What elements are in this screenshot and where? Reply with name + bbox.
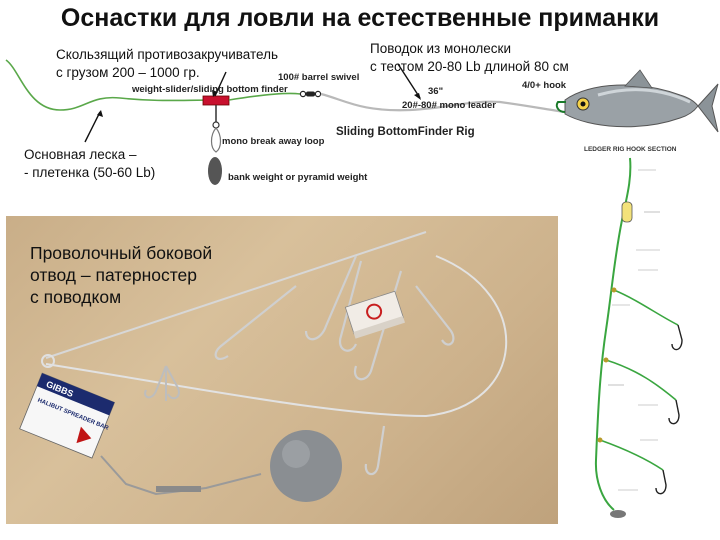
weight-slider xyxy=(202,95,230,106)
spreader-wire-lower xyxy=(45,255,507,418)
mono-leader xyxy=(320,92,566,114)
ledger-sinker xyxy=(610,510,626,518)
mainline-label-ru-1: Основная леска – xyxy=(24,147,137,162)
slider-label-ru-1: Скользящий противозакручиватель xyxy=(56,47,279,62)
hook-icon xyxy=(555,101,566,113)
leader-label-ru-1: Поводок из монолески xyxy=(370,41,512,56)
weight-label: bank weight or pyramid weight xyxy=(228,172,368,183)
spreader-bar-photo: GIBBS HALIBUT SPREADER BAR Проволочный б… xyxy=(6,216,558,524)
barrel-swivel xyxy=(306,91,315,97)
main-line xyxy=(5,59,216,111)
slider-label-en: weight-slider/sliding bottom finder xyxy=(132,84,288,95)
ledger-notes xyxy=(608,169,660,491)
photo-caption-line-1: Проволочный боковой xyxy=(30,243,213,263)
length-label: 36" xyxy=(428,86,444,97)
mainline-label-ru-2: - плетенка (50-60 Lb) xyxy=(24,165,156,180)
treble-hook-icon xyxy=(144,365,180,401)
photo-caption: Проволочный боковой отвод – патерностер … xyxy=(30,242,212,308)
hook-icon xyxy=(364,425,386,476)
break-away-loop xyxy=(210,127,222,153)
matchbox xyxy=(344,290,406,339)
photo-caption-line-3: с поводком xyxy=(30,287,122,307)
swivel-label: 100# barrel swivel xyxy=(278,72,360,83)
hook-icon xyxy=(214,255,455,381)
photo-caption-line-2: отвод – патерностер xyxy=(30,265,198,285)
ledger-title: LEDGER RIG HOOK SECTION xyxy=(584,146,677,153)
slider-label-ru-2: с грузом 200 – 1000 гр. xyxy=(56,65,200,80)
bank-weight xyxy=(208,157,222,185)
bait-fish-icon xyxy=(564,69,719,133)
hook-label: 4/0+ hook xyxy=(522,80,567,91)
leader-label-en: 20#-80# mono leader xyxy=(402,100,496,111)
ledger-rig-diagram xyxy=(594,157,683,518)
sliding-rig-diagram xyxy=(5,59,719,185)
package-tag: GIBBS HALIBUT SPREADER BAR xyxy=(19,372,115,459)
spreader-bar-illustration: GIBBS HALIBUT SPREADER BAR xyxy=(19,231,507,502)
page-title: Оснастки для ловли на естественные прима… xyxy=(60,4,660,32)
spreader-wire-upper xyxy=(45,231,427,359)
leader-label-ru-2: с тестом 20-80 Lb длиной 80 см xyxy=(370,59,569,74)
rig-name-label: Sliding BottomFinder Rig xyxy=(336,126,475,138)
lead-weight xyxy=(270,430,342,502)
loop-label: mono break away loop xyxy=(222,136,325,147)
